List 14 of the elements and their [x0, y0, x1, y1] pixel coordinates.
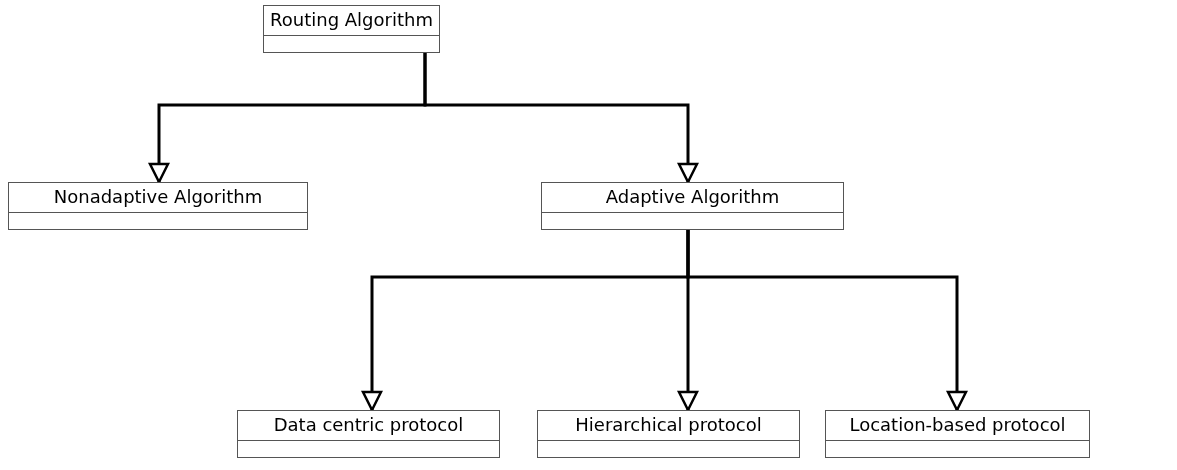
class-name: Hierarchical protocol: [575, 414, 762, 437]
class-name: Routing Algorithm: [270, 9, 433, 32]
class-name: Location-based protocol: [849, 414, 1066, 437]
class-box: [541, 182, 844, 230]
class-box: [237, 410, 500, 458]
class-box: [263, 5, 440, 53]
class-box: [825, 410, 1090, 458]
class-name: Adaptive Algorithm: [605, 186, 780, 209]
inheritance-arrow: [686, 230, 968, 412]
inheritance-arrow: [423, 53, 699, 184]
class-name: Nonadaptive Algorithm: [53, 186, 263, 209]
class-box: [537, 410, 800, 458]
class-box: [8, 182, 308, 230]
class-name: Data centric protocol: [273, 414, 464, 437]
